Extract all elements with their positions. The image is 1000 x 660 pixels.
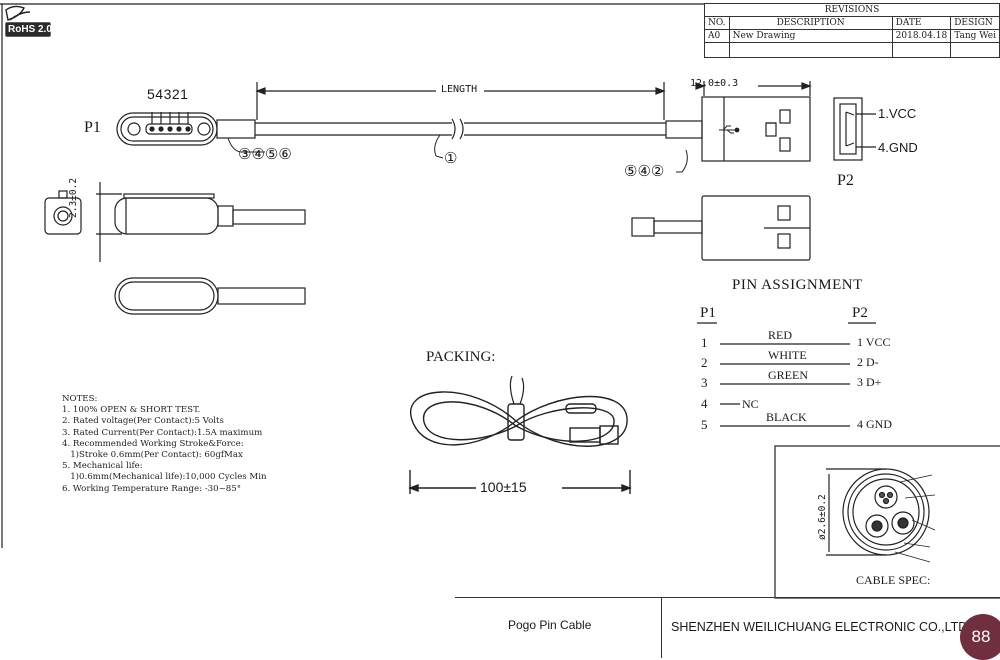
pin-row-1-p1: 1: [701, 335, 708, 350]
packing-coil: [408, 375, 632, 494]
pin-numbers: 54321: [147, 86, 189, 102]
pin-row-2-wire: WHITE: [768, 348, 807, 362]
pin-assignment-title: PIN ASSIGNMENT: [732, 277, 863, 293]
product-name: Pogo Pin Cable: [508, 618, 592, 632]
pin-col-p2: P2: [852, 305, 868, 321]
rohs-logo: [5, 5, 51, 37]
pin-row-2-p1: 2: [701, 355, 708, 370]
note-line: 1)Stroke 0.6mm(Per Contact): 60gfMax: [62, 450, 243, 461]
revisions-header-date: DATE: [891, 16, 952, 30]
note-line: 1. 100% OPEN & SHORT TEST.: [62, 405, 201, 416]
cable-diameter-dim: ø2.6±0.2: [817, 494, 828, 540]
p1-connector-side: [44, 182, 306, 262]
pin-row-1-p2: 1 VCC: [857, 335, 891, 349]
p1-label: P1: [84, 119, 101, 136]
pin-col-p1: P1: [700, 305, 716, 321]
p1-connector-bottom: [114, 277, 306, 315]
note-line: 4. Recommended Working Stroke&Force:: [62, 438, 244, 449]
pin-row-5-wire: BLACK: [766, 410, 807, 424]
revisions-header-no: NO.: [704, 16, 730, 30]
revision-row-no: A0: [704, 29, 730, 43]
pin-row-4-wire: NC: [742, 397, 759, 411]
pin-row-3-wire: GREEN: [768, 368, 808, 382]
pin-assignment-lines: [697, 322, 876, 427]
length-label: LENGTH: [441, 84, 478, 95]
body-height-dim: 2.3±0.2: [68, 177, 79, 218]
page-number-badge[interactable]: 88: [960, 614, 1000, 660]
revisions-header-description: DESCRIPTION: [728, 16, 893, 30]
p2-gnd-label: 4.GND: [878, 140, 918, 155]
p2-vcc-label: 1.VCC: [878, 106, 917, 121]
title-block-product-cell: Pogo Pin Cable: [455, 598, 662, 658]
pin-row-5-p2: 4 GND: [857, 417, 892, 431]
revision-row-design: Tang Wei: [950, 29, 1000, 43]
revisions-table: REVISIONS NO. DESCRIPTION DATE DESIGN A0…: [704, 3, 1000, 58]
p2-usb-socket: [833, 97, 876, 161]
packing-title: PACKING:: [426, 349, 496, 365]
usb-plug-side: [631, 195, 811, 261]
pin-row-1-wire: RED: [768, 328, 792, 342]
usb-width-dim: 12.0±0.3: [690, 78, 739, 89]
p2-label: P2: [837, 172, 854, 189]
revision-row-description: New Drawing: [728, 29, 893, 43]
revisions-header-design: DESIGN: [950, 16, 1000, 30]
pin-row-3-p1: 3: [701, 375, 708, 390]
revisions-title: REVISIONS: [704, 3, 1000, 17]
pin-row-3-p2: 3 D+: [857, 375, 882, 389]
cable-mark: ①: [444, 151, 458, 167]
p1-connector-front: [116, 112, 265, 153]
notes-title: NOTES:: [62, 394, 98, 404]
revision-row-date: 2018.04.18: [891, 29, 952, 43]
cable-spec-title: CABLE SPEC:: [856, 573, 931, 587]
pin-row-2-p2: 2 D-: [857, 355, 879, 369]
note-line: 6. Working Temperature Range: -30~85°: [62, 483, 242, 494]
bottom-pin-numbers: ③④⑤⑥: [238, 147, 292, 163]
pin-row-5-p1: 5: [701, 417, 708, 432]
cable-spec-section: [774, 445, 1000, 599]
pin-row-4-p1: 4: [701, 396, 708, 411]
rohs-logo-text: RoHS 2.0: [8, 24, 52, 35]
note-line: 1)0.6mm(Mechanical life):10,000 Cycles M…: [62, 472, 267, 483]
notes-block: NOTES: 1. 100% OPEN & SHORT TEST. 2. Rat…: [62, 394, 267, 495]
note-line: 2. Rated voltage(Per Contact):5 Volts: [62, 416, 224, 427]
title-block: Pogo Pin Cable SHENZHEN WEILICHUANG ELEC…: [455, 597, 1000, 658]
usb-plug-top: [665, 81, 812, 173]
main-cable: [255, 82, 666, 159]
note-line: 3. Rated Current(Per Contact):1.5A maxim…: [62, 427, 263, 438]
usb-pin-numbers: ⑤④②: [624, 164, 665, 180]
packing-dimension: 100±15: [480, 479, 527, 495]
note-line: 5. Mechanical life:: [62, 461, 143, 472]
company-name: SHENZHEN WEILICHUANG ELECTRONIC CO.,LTD: [671, 620, 968, 634]
